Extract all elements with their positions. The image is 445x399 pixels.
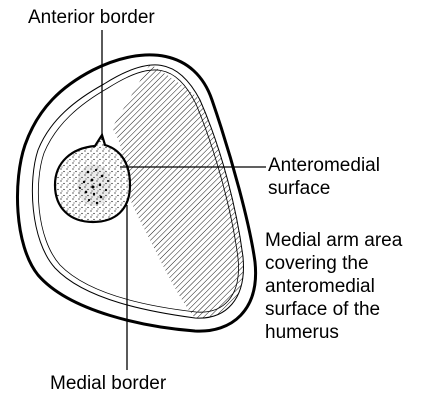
anteromedial-surface-line-2: surface: [268, 177, 380, 200]
hatched-medial-arm-area: [112, 64, 243, 318]
medial-arm-area-line-4: surface of the: [265, 298, 402, 321]
anteromedial-surface-label: Anteromedial surface: [268, 154, 380, 200]
medial-border-label: Medial border: [50, 372, 166, 395]
medial-arm-area-line-2: covering the: [265, 252, 402, 275]
anteromedial-surface-line-1: Anteromedial: [268, 154, 380, 177]
medial-arm-area-label: Medial arm area covering the anteromedia…: [265, 229, 402, 344]
anterior-border-label: Anterior border: [28, 6, 155, 29]
medial-arm-area-line-1: Medial arm area: [265, 229, 402, 252]
medial-arm-area-line-5: humerus: [265, 321, 402, 344]
humerus-bone: [55, 135, 130, 222]
medial-arm-area-line-3: anteromedial: [265, 275, 402, 298]
